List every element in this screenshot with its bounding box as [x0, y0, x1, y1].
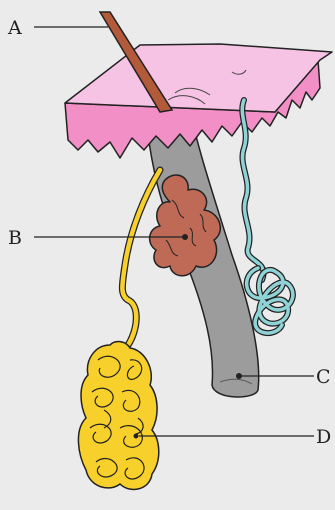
label-b: B — [8, 227, 22, 249]
follicle-point — [236, 373, 242, 379]
label-c: C — [316, 366, 331, 388]
eccrine-gland-point — [134, 434, 139, 439]
label-d: D — [316, 426, 331, 448]
apocrine-gland — [247, 268, 293, 333]
sebaceous-gland-point — [182, 234, 188, 240]
eccrine-gland — [78, 342, 158, 490]
label-a: A — [7, 17, 22, 39]
